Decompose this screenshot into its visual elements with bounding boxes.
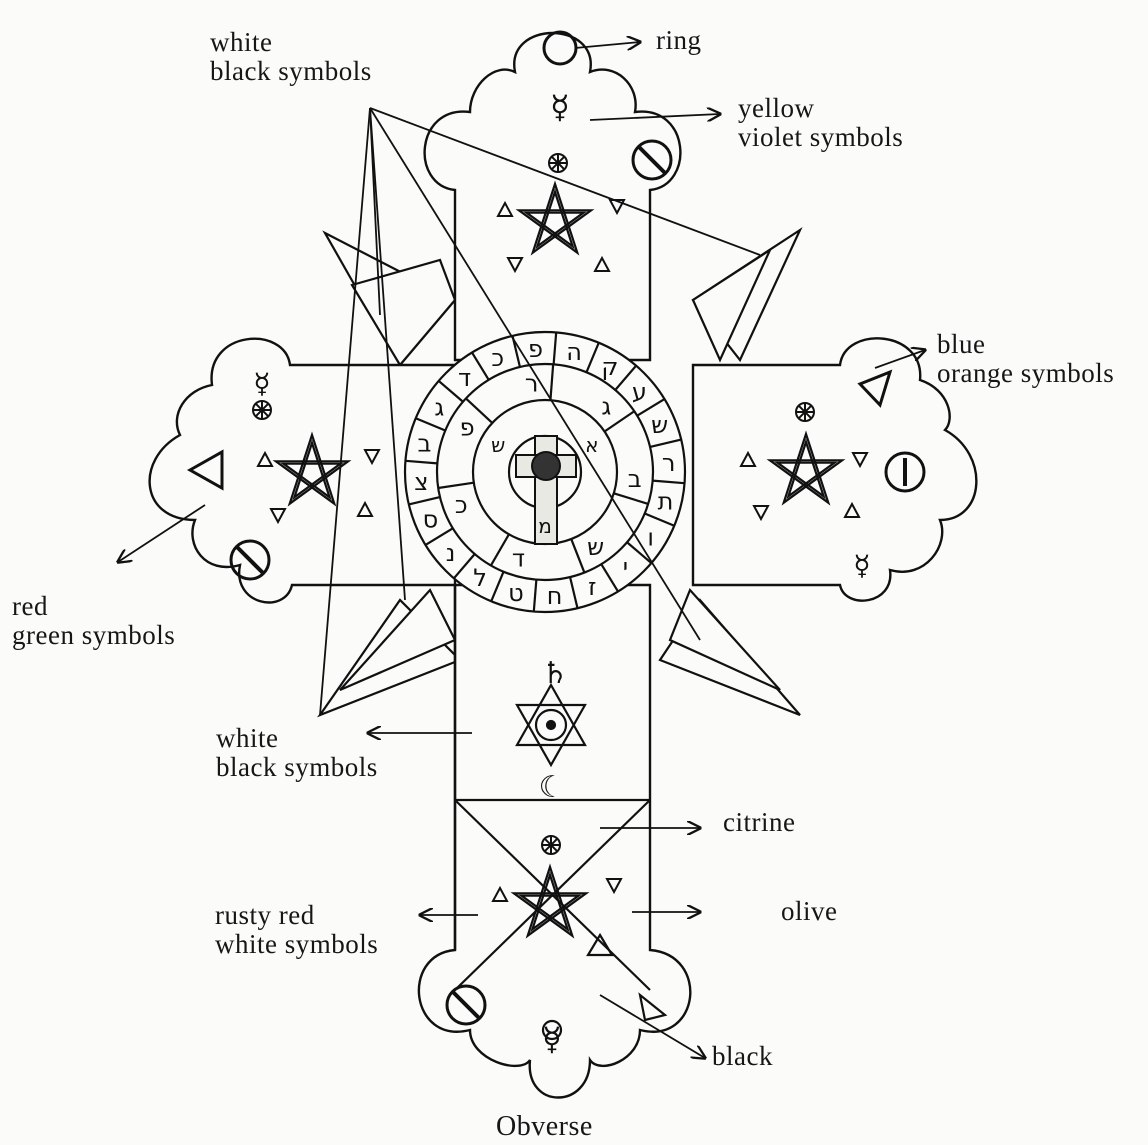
label-left-line1: red xyxy=(12,592,175,621)
label-top-left-line2: black symbols xyxy=(210,57,372,86)
label-right: blue orange symbols xyxy=(937,330,1114,388)
mercury-glyph-bottom: ☿ xyxy=(542,1020,562,1058)
hebrew-letter-outer: ז xyxy=(588,573,596,601)
label-middle-left-line2: black symbols xyxy=(216,753,378,782)
mercury-glyph-top: ☿ xyxy=(550,88,570,126)
label-olive: olive xyxy=(781,897,838,926)
hebrew-letter-outer: ע xyxy=(632,378,647,406)
label-top-right-line2: violet symbols xyxy=(738,123,903,152)
label-top-left: white black symbols xyxy=(210,28,372,86)
label-lower-left-line1: rusty red xyxy=(215,901,378,930)
mercury-glyph-right: ☿ xyxy=(853,549,870,582)
hebrew-letter-middle: ד xyxy=(512,544,525,572)
label-lower-left: rusty red white symbols xyxy=(215,901,378,959)
hebrew-letter-outer: ג xyxy=(434,393,444,421)
hebrew-letter-outer: ר xyxy=(662,449,676,477)
saturn-glyph: ♄ xyxy=(542,656,569,691)
label-top-right: yellow violet symbols xyxy=(738,94,903,152)
hebrew-letter-middle: פ xyxy=(460,413,475,441)
hebrew-letter-outer: ס xyxy=(423,506,439,534)
hebrew-letter-outer: ה xyxy=(566,338,582,366)
hebrew-letter-outer: ו xyxy=(647,523,654,551)
hebrew-letter-outer: ט xyxy=(508,579,524,607)
label-top-left-line1: white xyxy=(210,28,372,57)
hebrew-letter-middle: ש xyxy=(587,533,604,561)
label-left: red green symbols xyxy=(12,592,175,650)
hebrew-letter-outer: ב xyxy=(418,429,432,457)
caption-obverse: Obverse xyxy=(496,1112,593,1141)
hebrew-letter-outer: צ xyxy=(414,468,428,496)
hebrew-letter-outer: ד xyxy=(458,364,471,392)
label-black: black xyxy=(712,1042,773,1071)
hebrew-letter-outer: י xyxy=(623,553,628,581)
hebrew-letter-outer: ח xyxy=(547,582,563,610)
label-citrine: citrine xyxy=(723,808,795,837)
hebrew-letter-middle: ב xyxy=(628,465,642,493)
hebrew-letter-outer: פ xyxy=(528,335,543,363)
moon-glyph: ☾ xyxy=(539,770,566,805)
hebrew-letter-middle: ר xyxy=(525,369,539,397)
hebrew-letter-outer: ק xyxy=(601,353,618,381)
label-lower-left-line2: white symbols xyxy=(215,930,378,959)
hebrew-letter-middle: כ xyxy=(455,491,468,519)
hebrew-letter-inner: א xyxy=(585,433,598,457)
hebrew-letter-outer: ש xyxy=(651,411,668,439)
hebrew-letter-outer: ל xyxy=(473,564,487,592)
label-left-line2: green symbols xyxy=(12,621,175,650)
hebrew-letter-middle: ג xyxy=(601,392,611,420)
hebrew-letter-inner: ש xyxy=(491,433,505,457)
label-middle-left: white black symbols xyxy=(216,724,378,782)
label-middle-left-line1: white xyxy=(216,724,378,753)
hebrew-letter-outer: נ xyxy=(446,539,456,567)
label-right-line1: blue xyxy=(937,330,1114,359)
mercury-glyph-left: ☿ xyxy=(253,367,270,400)
label-ring: ring xyxy=(656,26,702,55)
label-top-right-line1: yellow xyxy=(738,94,903,123)
hebrew-letter-outer: כ xyxy=(491,344,504,372)
label-right-line2: orange symbols xyxy=(937,359,1114,388)
hebrew-letter-inner: מ xyxy=(538,514,552,538)
hebrew-letter-outer: ת xyxy=(658,488,674,516)
